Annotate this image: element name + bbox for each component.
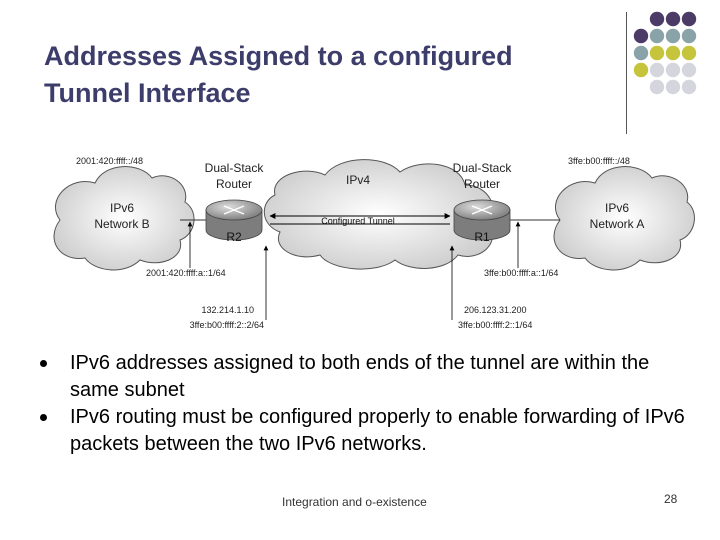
r2-tunnel-ipv6: 3ffe:b00:ffff:2::2/64 xyxy=(190,320,264,330)
decorative-dot xyxy=(633,28,649,44)
r2-interface-address: 2001:420:ffff:a::1/64 xyxy=(146,268,226,278)
decorative-dot xyxy=(649,28,665,44)
decorative-dot xyxy=(633,62,649,78)
router-arrows-icon xyxy=(223,205,245,215)
title-divider-line xyxy=(626,12,627,134)
decorative-dot xyxy=(665,11,681,27)
r1-interface-address: 3ffe:b00:ffff:a::1/64 xyxy=(484,268,558,278)
decorative-dot xyxy=(649,11,665,27)
decorative-dot xyxy=(665,79,681,95)
tunnel-label: Configured Tunnel xyxy=(321,216,395,226)
bullet-item: IPv6 addresses assigned to both ends of … xyxy=(38,350,698,404)
decorative-dot-grid xyxy=(633,11,697,95)
router-arrows-icon xyxy=(471,205,493,215)
decorative-dot xyxy=(665,62,681,78)
network-a-label-line1: IPv6 xyxy=(605,201,629,215)
r1-name: R1 xyxy=(474,230,490,244)
r1-tunnel-ipv4: 206.123.31.200 xyxy=(464,305,527,315)
r2-label-line1: Dual-Stack xyxy=(205,161,265,175)
network-a-cloud: IPv6 Network A xyxy=(553,166,695,271)
network-a-prefix: 3ffe:b00:ffff::/48 xyxy=(568,156,630,166)
slide-title-line-2: Tunnel Interface xyxy=(44,78,251,108)
decorative-dot xyxy=(665,28,681,44)
bullet-list: IPv6 addresses assigned to both ends of … xyxy=(38,350,698,458)
configured-tunnel-arrow: Configured Tunnel xyxy=(269,213,451,226)
decorative-dot xyxy=(681,62,697,78)
r1-label-line2: Router xyxy=(464,177,500,191)
r1-tunnel-ipv6: 3ffe:b00:ffff:2::1/64 xyxy=(458,320,532,330)
network-b-label-line2: Network B xyxy=(94,217,149,231)
page-number: 28 xyxy=(664,492,678,506)
network-b-prefix: 2001:420:ffff::/48 xyxy=(76,156,143,166)
decorative-dot xyxy=(665,45,681,61)
bullet-item: IPv6 routing must be configured properly… xyxy=(38,404,698,458)
decorative-dot xyxy=(649,45,665,61)
router-r1: Dual-Stack Router R1 xyxy=(453,161,513,244)
decorative-dot xyxy=(681,28,697,44)
r2-tunnel-ipv4: 132.214.1.10 xyxy=(201,305,254,315)
footer-text: Integration and o-existence xyxy=(282,495,427,509)
r2-name: R2 xyxy=(226,230,242,244)
r2-label-line2: Router xyxy=(216,177,252,191)
slide-title-line-1: Addresses Assigned to a configured xyxy=(44,41,513,71)
router-r2: Dual-Stack Router R2 xyxy=(205,161,265,244)
decorative-dot xyxy=(649,62,665,78)
network-a-label-line2: Network A xyxy=(590,217,645,231)
r1-label-line1: Dual-Stack xyxy=(453,161,513,175)
slide-title: Addresses Assigned to a configured Tunne… xyxy=(44,38,604,112)
decorative-dot xyxy=(681,45,697,61)
network-b-cloud: IPv6 Network B xyxy=(53,166,195,271)
decorative-dot xyxy=(681,11,697,27)
tunnel-network-diagram: IPv6 Network B 2001:420:ffff::/48 IPv6 N… xyxy=(53,156,695,330)
decorative-dot xyxy=(649,79,665,95)
ipv4-cloud-label: IPv4 xyxy=(346,173,370,187)
decorative-dot xyxy=(633,45,649,61)
decorative-dot xyxy=(681,79,697,95)
network-b-label-line1: IPv6 xyxy=(110,201,134,215)
